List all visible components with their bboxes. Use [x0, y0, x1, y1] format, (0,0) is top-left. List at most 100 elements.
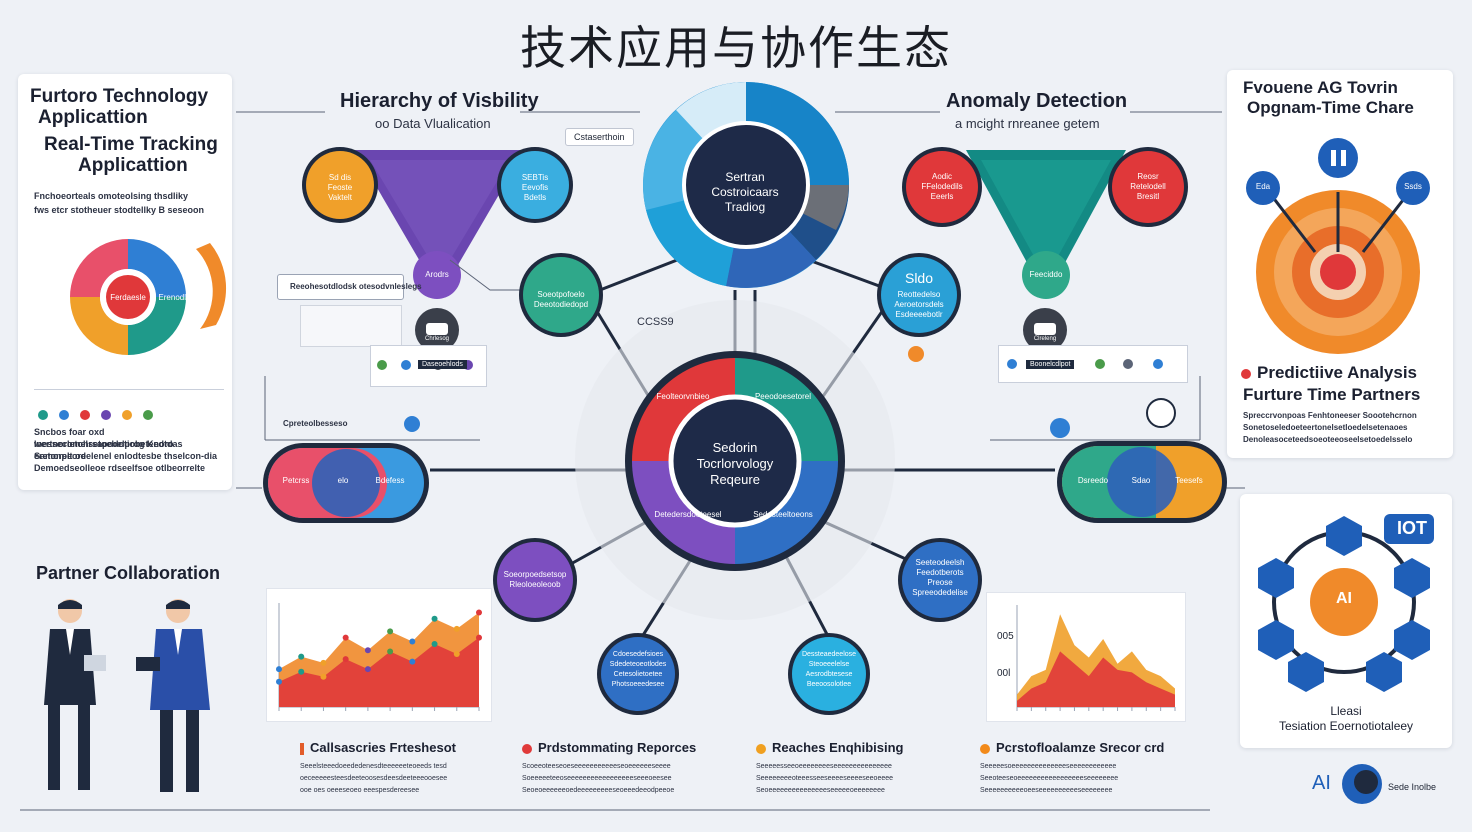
cloud-icon — [122, 409, 133, 420]
record-icon — [522, 743, 532, 754]
left-card-divider — [34, 389, 224, 390]
right-target-graphic — [1246, 138, 1430, 354]
data-point — [453, 625, 460, 632]
hierarchy-funnel — [302, 147, 573, 299]
bottom-section-3-line-3: Seoeeeeeeeeeeeeeeeseeeeeoeeeeeeee — [756, 787, 885, 794]
right-area-chart-frame: 005 00l — [986, 592, 1186, 722]
hierarchy-dark-node-label: Chrlesog — [424, 336, 449, 342]
bottom-section-1: Callsascries Frteshesot Seeelsteeedoeede… — [300, 740, 520, 797]
anomaly-subtitle: a mcight rnreanee getem — [955, 116, 1100, 131]
bottom-section-4-line-3: Seeeeeeeeeeoeeseeeeeeeeeeseeeeeeee — [980, 787, 1113, 794]
data-point — [320, 659, 327, 666]
bottom-section-3-line-1: Seeeeesseeoeeeeeeeeseeeeeeeeeeeeeee — [756, 763, 892, 770]
left-card-footer-4: Demoedseolleoe rdseelfsoe otlbeorrelte — [34, 463, 206, 473]
hierarchy-title: Hierarchy of Visbility — [340, 90, 539, 112]
right-card-text-1: Spreccrvonpoas Fenhtoneeser Soootehcrnon — [1243, 411, 1417, 420]
mid-node-upper-left — [519, 253, 603, 337]
left-pill-label-a: Petcrss — [282, 476, 310, 485]
alert-icon — [908, 346, 924, 362]
data-point — [342, 634, 349, 641]
bottom-section-4-title: Pcrstofloalamze Srecor crd — [996, 740, 1165, 755]
hierarchy-dark-node — [415, 308, 459, 352]
anomaly-title: Anomaly Detection — [946, 90, 1128, 112]
mid-node-lower-left — [493, 538, 577, 622]
bottom-section-3-line-2: Seeeeeeeeoteeesseeseeeeseeeeseeoeeee — [756, 775, 894, 782]
top-hub-line-3: Tradiog — [724, 200, 766, 214]
right-card-section-2: Furture Time Partners — [1243, 385, 1421, 404]
data-point — [431, 615, 438, 622]
globe-icon — [404, 416, 420, 432]
left-card-footer-3: Samorelt odelenel enlodtesbe thselcon-di… — [34, 451, 218, 461]
top-hub-wheel — [643, 82, 849, 288]
right-chart-tick-top: 005 — [997, 631, 1014, 642]
bottom-sections: Callsascries Frteshesot Seeelsteeedoeede… — [300, 740, 1220, 800]
anomaly-dark-node — [1023, 308, 1067, 352]
warning-icon — [980, 743, 990, 754]
link-icon — [101, 409, 112, 420]
center-hub-top-left: Feolteorvnbieo — [656, 392, 710, 401]
bottom-section-2-title: Prdstommating Reporces — [538, 740, 697, 755]
left-card-title-3: Real-Time Tracking — [44, 134, 218, 155]
bottom-section-1-line-2: oeceeeeesteesdeeteoosesdeesdeeteeeooesee — [300, 775, 448, 782]
left-card-title-2: Applicattion — [38, 107, 148, 128]
center-hub-bottom-left: Detedersdoeteesel — [654, 510, 722, 519]
top-hub-line-2: Costroicaars — [711, 185, 779, 199]
right-card-title-2: Opgnam-Time Chare — [1247, 98, 1414, 117]
data-point — [298, 668, 305, 675]
center-hub-label: Sedorin Tocrlorvology Reqeure — [690, 440, 780, 488]
anomaly-badge: Boonelcdlpot — [1026, 360, 1075, 369]
right-info-card: Fvouene AG Tovrin Opgnam-Time Chare Eda … — [1227, 70, 1453, 458]
right-card-node-left: Eda — [1255, 182, 1271, 191]
bottom-section-1-line-3: ooe oes oeeeseoeo eeespesdereesee — [300, 787, 420, 794]
data-point — [276, 678, 282, 685]
right-card-section-1-text: Predictiive Analysis — [1257, 363, 1418, 382]
bottom-section-3: Reaches Enqhibising Seeeeesseeoeeeeeeees… — [756, 740, 976, 797]
bottom-section-2: Prdstommating Reporces Scoeeoteeseoeseee… — [522, 740, 752, 797]
hierarchy-bar-label: Reeohesotdlodsk otesodvnleslegs — [290, 282, 422, 291]
center-side-label: CCSS9 — [637, 316, 674, 328]
left-card-title-1: Furtoro Technology — [30, 86, 209, 107]
right-chart-tick-bottom: 00l — [997, 668, 1011, 679]
center-hub-wheel — [625, 351, 845, 571]
data-point — [453, 651, 460, 658]
right-pill-label-b: Sdao — [1131, 476, 1151, 485]
center-hub-line-1: Sedorin — [712, 440, 758, 455]
iot-network-graphic — [1258, 514, 1434, 692]
right-pill — [1057, 441, 1227, 523]
coin-icon — [756, 743, 766, 754]
data-point — [409, 638, 416, 645]
anomaly-funnel — [902, 147, 1188, 299]
bottom-section-4-line-1: Seeeeesoeeeeeeeeeeeeeeseeeeeeeeeeee — [980, 763, 1117, 770]
mid-node-upper-right-title: Sldo — [904, 270, 934, 286]
left-card-text-2: fws etcr stotheuer stodtellky B seseoon — [34, 205, 205, 215]
data-point — [387, 628, 394, 635]
leaf-icon — [377, 360, 387, 370]
left-donut-right-label: Erenodlil — [158, 293, 190, 302]
left-card-footer-2: Inessecomelsetoebelprog Kedtdas eretonpe… — [34, 439, 183, 461]
left-pill-label-b: elo — [337, 476, 349, 485]
grid-icon — [1123, 359, 1133, 369]
right-iot-card: IOT AI Lleasi Tesiation Eoernotiotaleey — [1240, 494, 1452, 748]
right-card-node-right: Ssds — [1404, 182, 1422, 191]
data-point — [342, 656, 349, 663]
left-info-card: Furtoro Technology Applicattion Real-Tim… — [18, 74, 232, 490]
hierarchy-subtitle: oo Data Vlualication — [375, 116, 491, 131]
data-point — [364, 666, 371, 673]
bottom-section-2-line-1: Scoeeoteeseoeseeeeeeeeeeeseoeeeeeeseeee — [522, 763, 671, 770]
left-area-chart — [276, 603, 482, 711]
area-series-2 — [279, 637, 479, 707]
lock-icon — [1146, 398, 1176, 428]
left-card-text-1: Fnchoeorteals omoteolsing thsdliky — [34, 191, 189, 201]
anomaly-dark-node-label: Clreleng — [1033, 336, 1057, 342]
left-area-chart-frame — [266, 588, 492, 722]
top-hub-label: Sertran Costroicaars Tradiog — [700, 170, 790, 215]
left-card-title-4: Applicattion — [78, 155, 188, 176]
gear-icon — [38, 409, 48, 420]
bottom-section-1-line-1: Seeelsteeedoeededenesdteeeeeeteoeeds tes… — [300, 763, 447, 770]
data-point — [476, 609, 482, 616]
right-card-title-1: Fvouene AG Tovrin — [1243, 78, 1398, 97]
